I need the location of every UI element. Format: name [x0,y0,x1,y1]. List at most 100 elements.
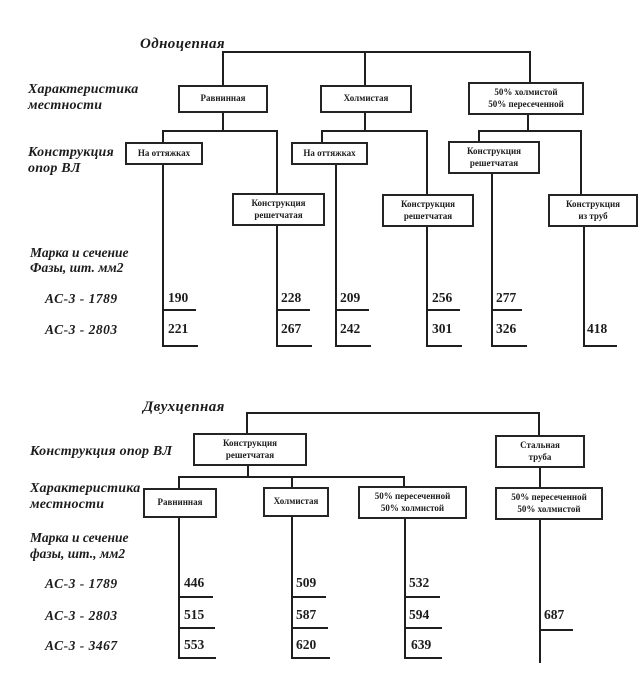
value-cell: 267 [281,321,302,336]
value-underline [404,596,440,598]
row-label-ac3-2803: АС-3 - 2803 [45,322,118,337]
value-cell: 277 [496,290,517,305]
label-conductor-spec: Марка и сечение [30,245,129,260]
row-label-ac3-1789: АС-3 - 1789 [45,291,118,306]
connector-vertical [247,466,249,478]
value-underline [426,345,462,347]
diagram-title-single-circuit: Одноцепная [140,36,225,52]
node-pipes: Конструкция из труб [548,194,638,227]
value-column-line [404,519,406,658]
value-column-line [162,165,164,347]
value-cell: 594 [409,607,430,622]
row-label-ac3-3467: АС-3 - 3467 [45,638,118,653]
value-cell: 418 [587,321,608,336]
connector-vertical [538,412,540,436]
row-label-ac3-2803: АС-3 - 2803 [45,608,118,623]
connector-vertical [276,130,278,194]
connector-horizontal [321,130,428,132]
node-label: решетчатая [225,449,275,460]
node-label: 50% пересеченной [488,98,564,109]
node-label: решетчатая [469,157,519,168]
value-underline [162,309,196,311]
node-label: труба [528,451,552,462]
value-underline [178,657,216,659]
connector-vertical [364,113,366,132]
node-lattice-3: Конструкция решетчатая [448,141,540,174]
connector-horizontal [163,130,278,132]
node-terrain-mixed-1: 50% пересеченной 50% холмистой [358,486,467,519]
node-label: 50% холмистой [517,503,581,514]
value-cell: 256 [432,290,453,305]
value-column-line [276,226,278,347]
value-underline [404,627,442,629]
node-lattice: Конструкция решетчатая [193,433,307,466]
connector-vertical [426,130,428,195]
label-conductor-spec: Фазы, шт. мм2 [30,260,124,275]
value-underline [162,345,198,347]
node-label: Конструкция [251,198,306,208]
value-column-line [491,174,493,347]
value-underline [335,309,369,311]
node-label: Холмистая [343,93,389,104]
value-underline [276,345,312,347]
value-column-line [539,520,541,663]
node-terrain-mixed: 50% холмистой 50% пересеченной [468,82,584,115]
value-cell: 620 [296,637,317,652]
node-label: решетчатая [403,210,453,221]
node-label: из труб [578,210,608,221]
node-terrain-flat: Равнинная [178,85,268,113]
value-cell: 326 [496,321,517,336]
connector-vertical [291,476,293,488]
connector-horizontal [246,412,540,414]
node-label: Конструкция [222,438,278,448]
connector-vertical [222,113,224,132]
connector-vertical [246,412,248,433]
value-cell: 301 [432,321,453,336]
value-cell: 446 [184,575,205,590]
node-label: Стальная [520,440,560,450]
value-underline [583,345,617,347]
connector-vertical [222,51,224,85]
value-cell: 209 [340,290,361,305]
value-cell: 587 [296,607,317,622]
node-terrain-flat: Равнинная [143,488,217,518]
value-column-line [178,518,180,658]
node-label: Конструкция [565,199,621,209]
value-cell: 242 [340,321,361,336]
value-cell: 515 [184,607,205,622]
value-cell: 509 [296,575,317,590]
node-guyed-2: На оттяжках [291,142,368,165]
value-underline [404,657,442,659]
value-column-line [291,517,293,658]
label-tower-structure: Конструкция опор ВЛ [30,444,173,459]
label-terrain-characteristics: Характеристика [28,82,139,97]
value-underline [291,657,330,659]
node-guyed-1: На оттяжках [125,142,203,165]
node-label: 50% холмистой [494,87,558,97]
label-terrain-characteristics: Характеристика [30,481,141,496]
connector-vertical [321,130,323,143]
row-label-ac3-1789: АС-3 - 1789 [45,576,118,591]
label-conductor-spec: Марка и сечение [30,530,129,545]
connector-vertical [364,51,366,85]
value-underline [491,345,527,347]
node-label: Конструкция [466,146,522,156]
connector-vertical [580,130,582,195]
node-label: 50% пересеченной [374,491,451,501]
value-column-line [426,227,428,347]
value-cell: 639 [411,637,432,652]
node-label: Холмистая [273,496,319,507]
value-underline [491,309,522,311]
connector-vertical [527,115,529,132]
node-label: Конструкция [400,199,456,209]
node-terrain-hilly: Холмистая [263,487,329,517]
value-underline [539,629,573,631]
value-cell: 687 [544,607,565,622]
label-tower-structure: Конструкция [28,145,114,160]
diagram-title-double-circuit: Двухцепная [143,399,225,415]
connector-horizontal [223,51,531,53]
label-conductor-spec: фазы, шт., мм2 [30,546,126,561]
connector-vertical [529,51,531,82]
connector-vertical [539,468,541,488]
